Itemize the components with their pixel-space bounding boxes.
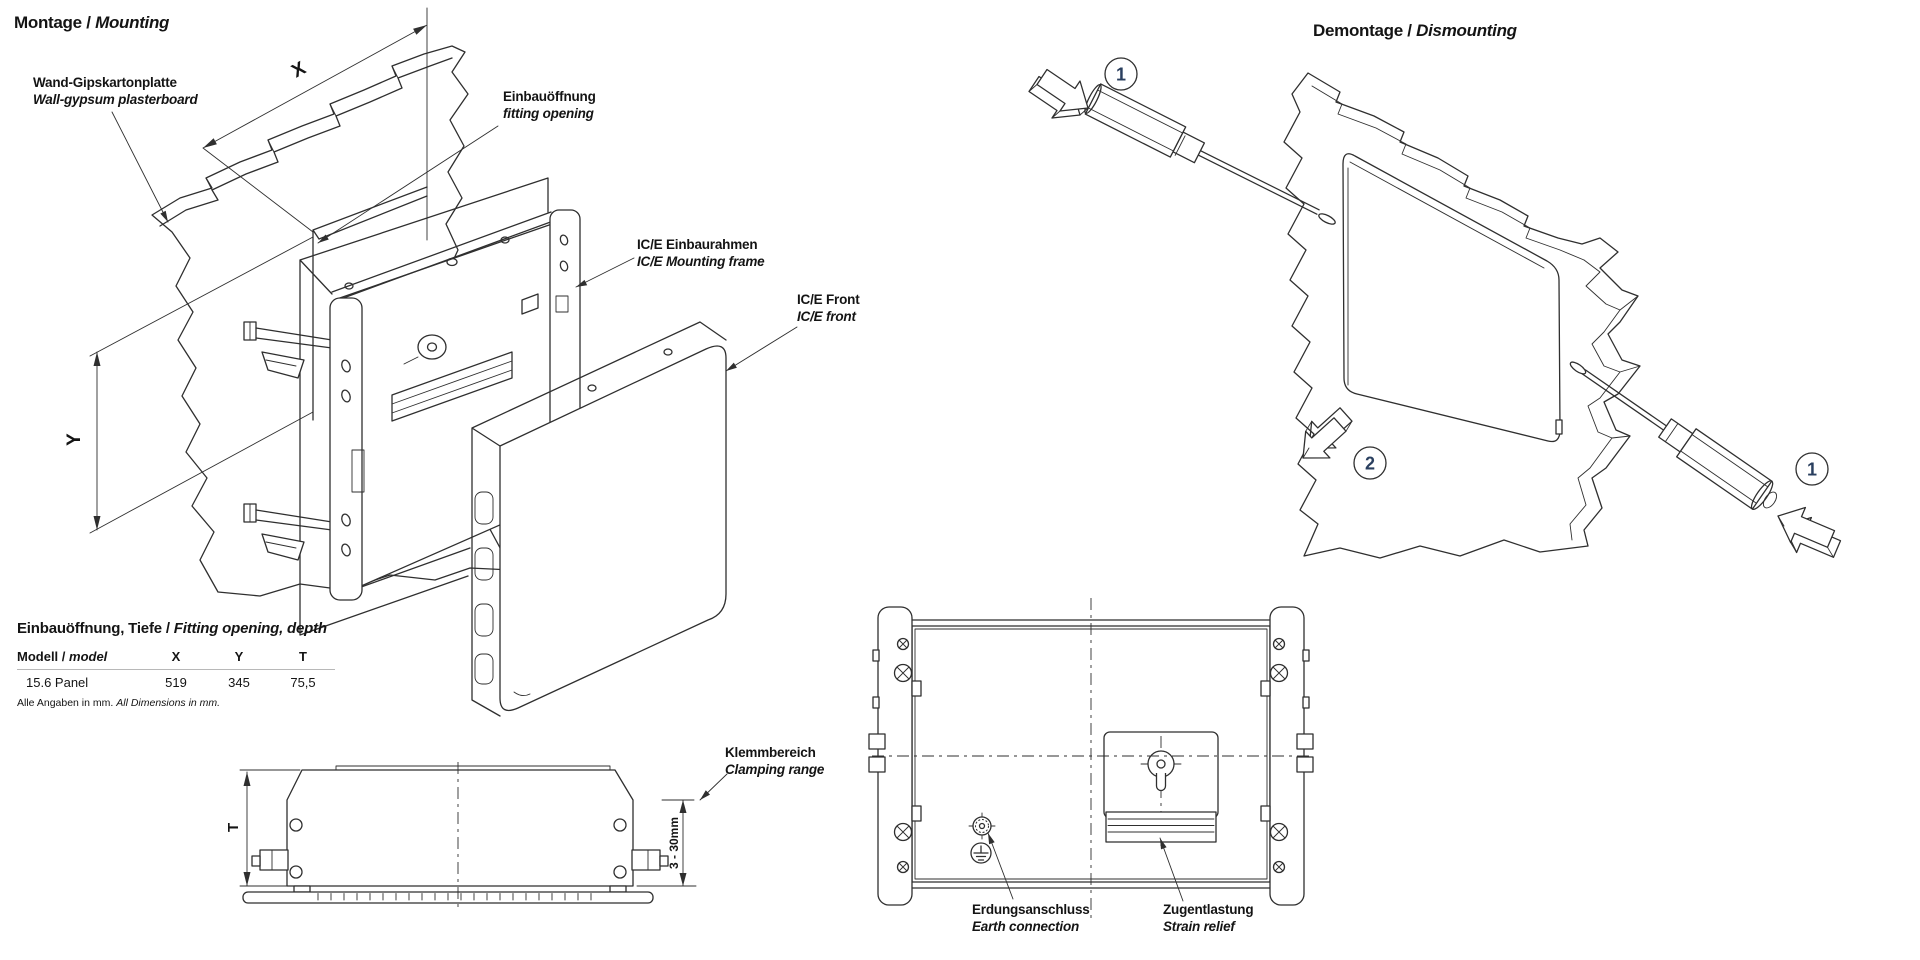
table-footnote: Alle Angaben in mm. All Dimensions in mm…: [17, 697, 221, 709]
cell-y: 345: [228, 675, 250, 690]
column-header-x: X: [171, 649, 181, 664]
callout-1-top: 1: [1104, 57, 1138, 91]
leader-lines-mounting: [111, 111, 798, 372]
cell-x: 519: [165, 675, 187, 690]
callout-1-bottom: 1: [1795, 452, 1829, 486]
column-header-y: Y: [234, 649, 244, 664]
callout-1-bottom-number: 1: [1807, 460, 1817, 480]
mounting-title: Montage / Mounting: [14, 13, 170, 32]
screwdriver-bottom-icon: [1569, 361, 1778, 510]
mounting-diagram: X Y: [64, 7, 798, 717]
label-strain-relief: Zugentlastung Strain relief: [1163, 902, 1254, 934]
dimension-t-label: T: [225, 823, 242, 832]
fitting-table-grid: Modell / model X Y T 15.6 Panel 519 345 …: [17, 649, 339, 690]
clamp-screw-lower: [243, 503, 333, 561]
push-arrow-bottom-right-icon: [1777, 506, 1842, 558]
clamping-range-value: 3 - 30mm: [667, 817, 681, 869]
mounting-frame-drawing: [243, 177, 581, 636]
rear-view-diagram: [868, 598, 1314, 918]
table-header-rule: [17, 669, 335, 670]
callout-1-top-number: 1: [1116, 65, 1126, 85]
dimension-x-label: X: [288, 58, 310, 83]
side-clamp-right: [631, 849, 669, 871]
ground-symbol-icon: [970, 842, 992, 864]
label-front: IC/E Front IC/E front: [797, 292, 860, 324]
cell-t: 75,5: [290, 675, 316, 690]
dimension-y: Y: [64, 236, 314, 534]
strain-relief-block: [1105, 811, 1217, 843]
screwdriver-top-icon: [1084, 83, 1336, 225]
dismount-panel-drawing: [1342, 153, 1563, 443]
label-earth-connection: Erdungsanschluss Earth connection: [972, 902, 1090, 934]
column-header-model: Modell / model: [17, 649, 108, 664]
dimension-t: T: [225, 769, 301, 887]
push-arrow-top-icon: [1028, 68, 1089, 119]
column-header-t: T: [299, 649, 307, 664]
dismounting-title: Demontage / Dismounting: [1313, 21, 1517, 40]
label-clamping-range: Klemmbereich Clamping range: [725, 745, 825, 777]
fitting-table-title: Einbauöffnung, Tiefe / Fitting opening, …: [17, 620, 327, 637]
dimension-clamping-range: 3 - 30mm: [636, 773, 728, 887]
side-view-diagram: T 3 - 30mm: [225, 762, 728, 908]
callout-2-number: 2: [1365, 454, 1375, 474]
label-mounting-frame: IC/E Einbaurahmen IC/E Mounting frame: [637, 237, 765, 269]
front-panel-drawing: [471, 321, 727, 717]
dimension-y-label: Y: [64, 433, 85, 446]
earth-connection-symbols: [968, 812, 996, 864]
fitting-table: Einbauöffnung, Tiefe / Fitting opening, …: [17, 620, 339, 709]
side-clamp-left: [251, 849, 289, 871]
corner-screws: [893, 637, 1289, 874]
label-fitting-opening: Einbauöffnung fitting opening: [503, 89, 596, 121]
cell-model: 15.6 Panel: [26, 675, 89, 690]
push-arrow-step2-icon: [1302, 407, 1353, 459]
label-wall: Wand-Gipskartonplatte Wall-gypsum plaste…: [33, 75, 198, 107]
dismounting-diagram: 1 1 2: [1028, 57, 1842, 559]
front-bezel-edge: [242, 891, 654, 904]
callout-2: 2: [1353, 446, 1387, 480]
clamp-screw-upper: [243, 282, 354, 379]
